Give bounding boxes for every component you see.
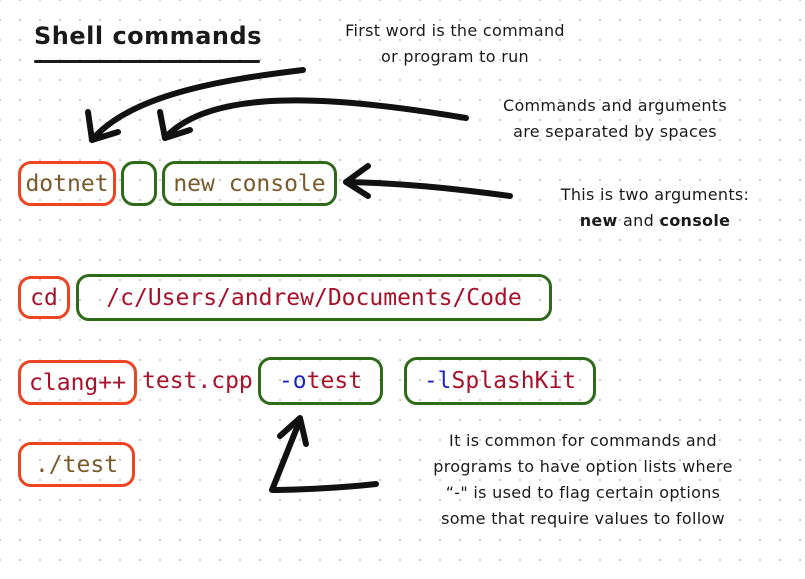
option-value-test: test	[306, 368, 363, 394]
note-two-arguments-line1: This is two arguments:	[560, 185, 750, 204]
note-options-line4: some that require values to follow	[441, 509, 725, 528]
option-value-splashkit: SplashKit	[451, 368, 577, 394]
note-arg-and: and	[617, 211, 660, 230]
arrow-to-command-head	[85, 109, 121, 143]
title-underline	[34, 60, 260, 63]
note-two-arguments-line2: new and console	[520, 208, 790, 234]
command-box-dotnet: dotnet	[18, 161, 116, 206]
note-first-word-line2: or program to run	[381, 47, 529, 66]
note-separated-line1: Commands and arguments	[502, 96, 728, 115]
note-arg-new: new	[579, 211, 618, 230]
argument-path: /c/Users/andrew/Documents/Code	[106, 284, 522, 311]
note-separated: Commands and arguments are separated by …	[470, 93, 760, 145]
option-flag-o: -o	[278, 368, 307, 394]
command-clang: clang++	[29, 369, 126, 396]
space-separator-box	[121, 161, 157, 206]
option-box-o: -o test	[258, 357, 383, 405]
arrow-to-arguments-head	[343, 163, 371, 199]
option-flag-l: -l	[423, 368, 452, 394]
note-separated-line2: are separated by spaces	[513, 122, 717, 141]
note-options-line1: It is common for commands and	[449, 431, 717, 450]
arrow-to-arguments	[343, 179, 513, 199]
note-first-word-line1: First word is the command	[345, 21, 565, 40]
command-box-cd: cd	[18, 276, 70, 319]
argument-box-path: /c/Users/andrew/Documents/Code	[76, 274, 552, 321]
note-two-arguments: This is two arguments: new and console	[520, 182, 790, 234]
arrow-to-command	[89, 67, 306, 143]
command-box-clang: clang++	[18, 360, 137, 405]
note-arg-console: console	[659, 211, 731, 230]
arrow-to-separator	[162, 97, 469, 141]
arrow-to-separator-head	[157, 109, 193, 141]
arrow-to-options	[269, 417, 379, 493]
note-first-word: First word is the command or program to …	[300, 18, 610, 70]
command-run-test: ./test	[34, 451, 119, 478]
command-dotnet: dotnet	[25, 170, 109, 197]
diagram-title: Shell commands	[34, 22, 262, 50]
option-box-l: -l SplashKit	[404, 357, 596, 405]
argument-test-cpp: test.cpp	[142, 368, 253, 394]
argument-box-new-console: new console	[162, 161, 337, 206]
command-box-run-test: ./test	[18, 442, 135, 487]
argument-new-console: new console	[173, 170, 326, 197]
command-cd: cd	[30, 284, 58, 311]
note-options-line2: programs to have option lists where	[433, 457, 733, 476]
note-options-line3: “-" is used to flag certain options	[445, 483, 721, 502]
arrow-to-options-head	[277, 415, 309, 447]
note-options: It is common for commands and programs t…	[388, 428, 778, 532]
